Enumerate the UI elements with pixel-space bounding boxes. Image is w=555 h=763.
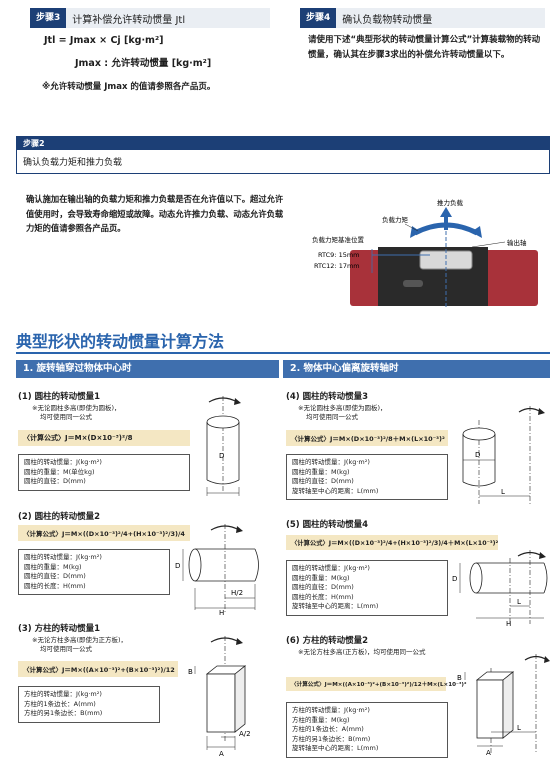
case5-def-1: 圆柱的重量：M(kg) — [292, 573, 350, 582]
case6-dim-a: A — [486, 749, 491, 757]
case3-dim-a: A — [219, 750, 224, 757]
case4-def-3: 旋转轴至中心的距离：L(mm) — [292, 486, 379, 495]
case6-formula: 〈计算公式〉J＝M×((A×10⁻³)²+(B×10⁻³)²)/12＋M×(L×… — [286, 677, 466, 691]
step2-badge: 步骤2 — [17, 137, 549, 150]
actuator-load-figure: 推力负载 负载力矩 负载力矩基准位置 RTC9: 15mm RTC12: 17m… — [312, 198, 538, 307]
case3-dim-b: B — [188, 668, 193, 676]
case4-title: (4) 圆柱的转动惯量3 — [286, 392, 369, 402]
case2-title: (2) 圆柱的转动惯量2 — [18, 512, 101, 522]
case6-defs: 方柱的转动惯量：J(kg·m²) 方柱的重量：M(kg) 方柱的1条边长：A(m… — [286, 702, 448, 758]
case5-title: (5) 圆柱的转动惯量4 — [286, 520, 369, 530]
case3-formula: 〈计算公式〉J＝M×((A×10⁻³)²+(B×10⁻³)²)/12 — [18, 661, 178, 677]
ref-pos-label: 负载力矩基准位置 — [312, 235, 365, 244]
case2-def-2: 圆柱的直径：D(mm) — [24, 572, 86, 580]
step3-header: 步骤3 计算补偿允许转动惯量 Jtl — [30, 8, 270, 28]
case1-defs: 圆柱的转动惯量：J(kg·m²) 圆柱的重量：M(单位kg) 圆柱的直径：D(m… — [18, 454, 190, 491]
step3-formula1: Jtl = Jmax × Cj [kg·m²] — [44, 35, 164, 46]
case4-note2: 均可使用同一公式 — [306, 413, 358, 421]
case2-diagram: D H/2 H — [175, 524, 259, 615]
case4-def-2: 圆柱的直径：D(mm) — [292, 477, 354, 485]
case3-def-2: 方柱的另1条边长：B(mm) — [24, 709, 103, 717]
section1-header: 1. 旋转轴穿过物体中心时 — [16, 360, 279, 378]
case3-defs: 方柱的转动惯量：J(kg·m²) 方柱的1条边长：A(mm) 方柱的另1条边长：… — [18, 686, 160, 723]
step4-text: 请使用下述“典型形状的转动惯量计算公式”计算装载物的转动惯量，确认其在步骤3求出… — [308, 35, 541, 60]
case3-diagram: B A/2 A — [188, 636, 251, 757]
case1-note1: ※无论圆柱多高(即使为圆板)， — [32, 404, 121, 412]
case1-note2: 均可使用同一公式 — [40, 413, 92, 421]
section-title: 典型形状的转动惯量计算方法 — [16, 332, 225, 351]
step2-title: 确认负载力矩和推力负载 — [23, 158, 123, 168]
case4-defs: 圆柱的转动惯量：J(kg·m²) 圆柱的重量：M(kg) 圆柱的直径：D(mm)… — [286, 454, 448, 500]
thrust-label: 推力负载 — [437, 198, 464, 207]
step3-badge: 步骤3 — [30, 8, 67, 28]
actuator-slot — [403, 280, 423, 287]
case5-defs: 圆柱的转动惯量：J(kg·m²) 圆柱的重量：M(kg) 圆柱的直径：D(mm)… — [286, 560, 448, 616]
case6-dim-l: L — [517, 724, 521, 732]
case6-note1: ※无论方柱多高(正方板)，均可使用同一公式 — [298, 648, 426, 656]
section2-header: 2. 物体中心偏离旋转轴时 — [283, 360, 550, 378]
moment-label: 负载力矩 — [382, 215, 409, 224]
case1-diagram: D — [206, 396, 241, 496]
case6-def-0: 方柱的转动惯量：J(kg·m²) — [292, 706, 370, 714]
case4-def-1: 圆柱的重量：M(kg) — [292, 467, 350, 476]
case2-dim-h: H — [219, 609, 224, 615]
step3-note: ※允许转动惯量 Jmax 的值请参照各产品页。 — [42, 82, 216, 92]
case5-formula: 〈计算公式〉J＝M×((D×10⁻³)²/4+(H×10⁻³)²/3)/4＋M×… — [286, 535, 498, 550]
output-shaft-table — [419, 250, 473, 270]
case5-dim-l: L — [517, 598, 521, 606]
case5-def-3: 圆柱的长度：H(mm) — [292, 592, 354, 601]
case2-formula: 〈计算公式〉J＝M×((D×10⁻³)²/4+(H×10⁻³)²/3)/4 — [18, 525, 190, 541]
step3-title: 计算补偿允许转动惯量 Jtl — [72, 14, 186, 26]
case4-def-0: 圆柱的转动惯量：J(kg·m²) — [292, 458, 370, 466]
case6-diagram: B L A — [457, 654, 550, 757]
case3-note2: 均可使用同一公式 — [40, 645, 92, 653]
case6-def-4: 旋转轴至中心的距离：L(mm) — [292, 744, 379, 752]
case3-def-1: 方柱的1条边长：A(mm) — [24, 699, 96, 708]
case5-def-2: 圆柱的直径：D(mm) — [292, 583, 354, 591]
case1-formula: 〈计算公式〉J＝M×(D×10⁻³)²/8 — [18, 430, 190, 446]
case3-note1: ※无论方柱多高(即使为正方板)， — [32, 636, 128, 644]
case2-defs: 圆柱的转动惯量：J(kg·m²) 圆柱的重量：M(kg) 圆柱的直径：D(mm)… — [18, 549, 170, 595]
thrust-arrow-head — [440, 207, 452, 217]
step4-header: 步骤4 确认负载物转动惯量 — [300, 8, 545, 28]
case4-note1: ※无论圆柱多高(即使为圆板)， — [298, 404, 387, 412]
case5-def-4: 旋转轴至中心的距离：L(mm) — [292, 602, 379, 610]
case4-dim-d: D — [475, 451, 480, 459]
step2-text: 确认施加在输出轴的负载力矩和推力负载是否在允许值以下。超过允许值使用时，会导致寿… — [26, 194, 284, 233]
rtc9-label: RTC9: 15mm — [318, 251, 360, 259]
case5-def-0: 圆柱的转动惯量：J(kg·m²) — [292, 564, 370, 572]
case3-dim-a2: A/2 — [239, 730, 251, 738]
case5-diagram: D L H — [452, 550, 548, 628]
step2-panel: 步骤2 确认负载力矩和推力负载 — [16, 136, 550, 174]
case5-dim-h: H — [506, 620, 511, 628]
case3-title: (3) 方柱的转动惯量1 — [18, 624, 101, 634]
case6-dim-b: B — [457, 674, 462, 682]
case2-dim-d: D — [175, 562, 180, 570]
case6-def-1: 方柱的重量：M(kg) — [292, 715, 350, 724]
rtc12-label: RTC12: 17mm — [314, 262, 360, 270]
step4-badge: 步骤4 — [300, 8, 337, 28]
case6-title: (6) 方柱的转动惯量2 — [286, 636, 369, 646]
case2-def-3: 圆柱的长度：H(mm) — [24, 581, 86, 590]
step3-formula2: Jmax : 允许转动惯量 [kg·m²] — [75, 58, 212, 69]
case2-def-0: 圆柱的转动惯量：J(kg·m²) — [24, 553, 102, 561]
case1-title: (1) 圆柱的转动惯量1 — [18, 392, 101, 402]
case6-def-3: 方柱的另1条边长：B(mm) — [292, 734, 371, 743]
case4-dim-l: L — [501, 488, 505, 496]
case3-def-0: 方柱的转动惯量：J(kg·m²) — [24, 690, 102, 698]
section-title-rule — [16, 352, 550, 354]
case1-def-1: 圆柱的重量：M(单位kg) — [24, 467, 95, 476]
case4-formula: 〈计算公式〉J＝M×(D×10⁻³)²/8＋M×(L×10⁻³)² — [286, 430, 448, 446]
case5-dim-d: D — [452, 575, 457, 583]
case2-def-1: 圆柱的重量：M(kg) — [24, 562, 82, 571]
case1-dim-d: D — [219, 452, 224, 460]
case6-def-2: 方柱的1条边长：A(mm) — [292, 725, 364, 733]
step4-title: 确认负载物转动惯量 — [342, 14, 433, 26]
shaft-label: 输出轴 — [507, 238, 527, 247]
case1-def-2: 圆柱的直径：D(mm) — [24, 477, 86, 485]
case1-def-0: 圆柱的转动惯量：J(kg·m²) — [24, 458, 102, 466]
case2-dim-h2: H/2 — [231, 589, 243, 597]
case4-diagram: D L — [462, 406, 545, 504]
